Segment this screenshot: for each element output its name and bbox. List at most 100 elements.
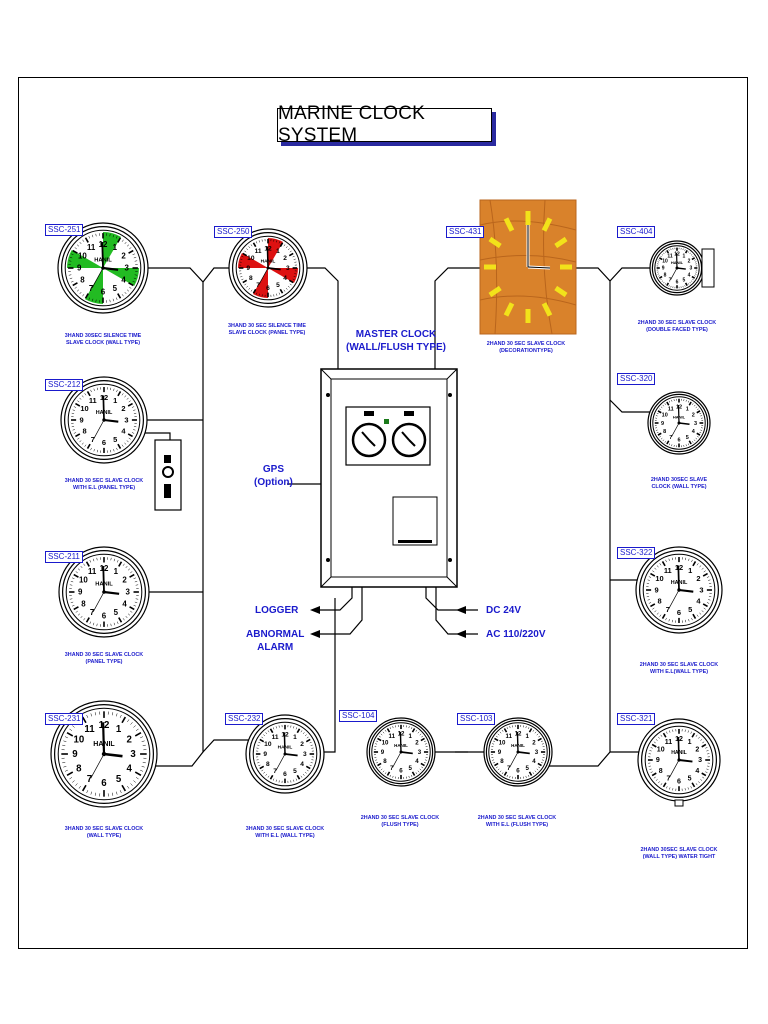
svg-text:9: 9: [246, 265, 250, 272]
logger-arrow: [310, 606, 320, 614]
svg-text:9: 9: [78, 588, 83, 597]
wire-250-master: [300, 267, 339, 372]
svg-text:4: 4: [300, 761, 304, 768]
clock-face-ssc-103: 123456789101112HANIL: [483, 717, 553, 787]
code-ssc-250: SSC-250: [214, 226, 253, 238]
svg-text:10: 10: [655, 574, 663, 583]
clock-face-ssc-320: 123456789101112HANIL: [647, 391, 711, 455]
drawing-frame: [18, 77, 748, 949]
caption-ssc-404: 2HAND 30 SEC SLAVE CLOCK(DOUBLE FACED TY…: [637, 320, 717, 333]
clock-face-ssc-104: 123456789101112HANIL: [366, 717, 436, 787]
svg-text:12: 12: [100, 564, 109, 573]
svg-text:4: 4: [692, 429, 696, 435]
svg-text:8: 8: [663, 429, 666, 435]
el-panel-box: [154, 439, 182, 511]
svg-text:11: 11: [88, 567, 97, 576]
svg-text:11: 11: [87, 243, 96, 252]
svg-text:2: 2: [692, 413, 695, 419]
svg-text:10: 10: [78, 252, 87, 261]
caption-ssc-321: 2HAND 30SEC SLAVE CLOCK(WALL TYPE) WATER…: [640, 847, 718, 860]
clock-face-ssc-321: 123456789101112HANIL: [637, 718, 721, 807]
svg-text:4: 4: [532, 758, 536, 765]
svg-text:3: 3: [418, 749, 422, 756]
svg-text:2: 2: [695, 747, 699, 754]
code-ssc-320: SSC-320: [617, 373, 656, 385]
svg-text:4: 4: [688, 272, 691, 278]
svg-text:1: 1: [526, 733, 530, 740]
svg-text:6: 6: [677, 608, 681, 617]
svg-text:4: 4: [122, 599, 127, 608]
svg-text:10: 10: [73, 735, 84, 746]
wire-212-panel: [140, 432, 171, 440]
wire-master-431: [434, 267, 480, 372]
svg-text:7: 7: [390, 765, 394, 772]
svg-text:1: 1: [688, 566, 692, 575]
svg-text:10: 10: [382, 740, 389, 747]
svg-text:11: 11: [89, 396, 97, 405]
svg-text:9: 9: [77, 264, 82, 273]
svg-text:5: 5: [293, 768, 297, 775]
svg-text:4: 4: [415, 758, 419, 765]
master-clock-caption: MASTER CLOCK(WALL/FLUSH TYPE): [346, 329, 446, 353]
svg-text:10: 10: [80, 404, 88, 413]
wire-232: [202, 739, 254, 753]
clock-face-ssc-212: 123456789101112HANIL: [60, 376, 148, 464]
svg-text:3: 3: [126, 588, 131, 597]
svg-text:2: 2: [688, 259, 691, 265]
decoration-hour-mark: [488, 236, 502, 249]
svg-text:2: 2: [283, 255, 287, 262]
svg-text:11: 11: [272, 734, 279, 741]
svg-text:7: 7: [669, 435, 672, 441]
svg-text:7: 7: [273, 768, 277, 775]
wire-left-bus: [142, 267, 204, 767]
svg-text:9: 9: [661, 421, 664, 427]
code-ssc-212: SSC-212: [45, 379, 84, 391]
decoration-clock-face: [479, 199, 577, 335]
svg-text:7: 7: [90, 608, 95, 617]
wire-404: [609, 267, 655, 282]
decoration-hour-mark: [503, 302, 515, 317]
svg-text:6: 6: [676, 279, 679, 285]
svg-text:5: 5: [686, 435, 689, 441]
svg-text:11: 11: [668, 406, 674, 412]
svg-text:12: 12: [398, 730, 405, 737]
wire-dc: [425, 586, 478, 611]
code-ssc-321: SSC-321: [617, 713, 656, 725]
svg-text:8: 8: [249, 275, 253, 282]
wire-alarm: [318, 586, 363, 635]
svg-text:8: 8: [657, 597, 661, 606]
svg-text:8: 8: [266, 761, 270, 768]
svg-text:1: 1: [409, 733, 413, 740]
svg-text:1: 1: [114, 567, 119, 576]
master-clock-cabinet: [320, 368, 458, 588]
svg-text:6: 6: [283, 771, 287, 778]
svg-text:6: 6: [516, 767, 520, 774]
svg-text:6: 6: [677, 778, 681, 785]
svg-text:10: 10: [662, 259, 668, 265]
svg-text:7: 7: [666, 776, 670, 783]
svg-text:8: 8: [82, 427, 86, 436]
svg-text:2: 2: [300, 741, 304, 748]
svg-text:1: 1: [113, 243, 118, 252]
svg-text:9: 9: [72, 749, 78, 760]
svg-text:2: 2: [122, 576, 127, 585]
svg-text:8: 8: [76, 764, 82, 775]
svg-text:11: 11: [506, 733, 513, 740]
code-ssc-251: SSC-251: [45, 224, 84, 236]
wire-right-bus: [540, 267, 611, 767]
code-ssc-104: SSC-104: [339, 710, 378, 722]
svg-text:5: 5: [688, 776, 692, 783]
svg-text:11: 11: [255, 248, 262, 255]
svg-text:3: 3: [698, 757, 702, 764]
svg-text:9: 9: [79, 415, 83, 424]
svg-text:4: 4: [126, 764, 132, 775]
svg-text:3: 3: [130, 749, 136, 760]
decoration-hour-mark: [488, 285, 502, 298]
svg-text:6: 6: [101, 778, 107, 789]
svg-text:3: 3: [689, 265, 692, 271]
